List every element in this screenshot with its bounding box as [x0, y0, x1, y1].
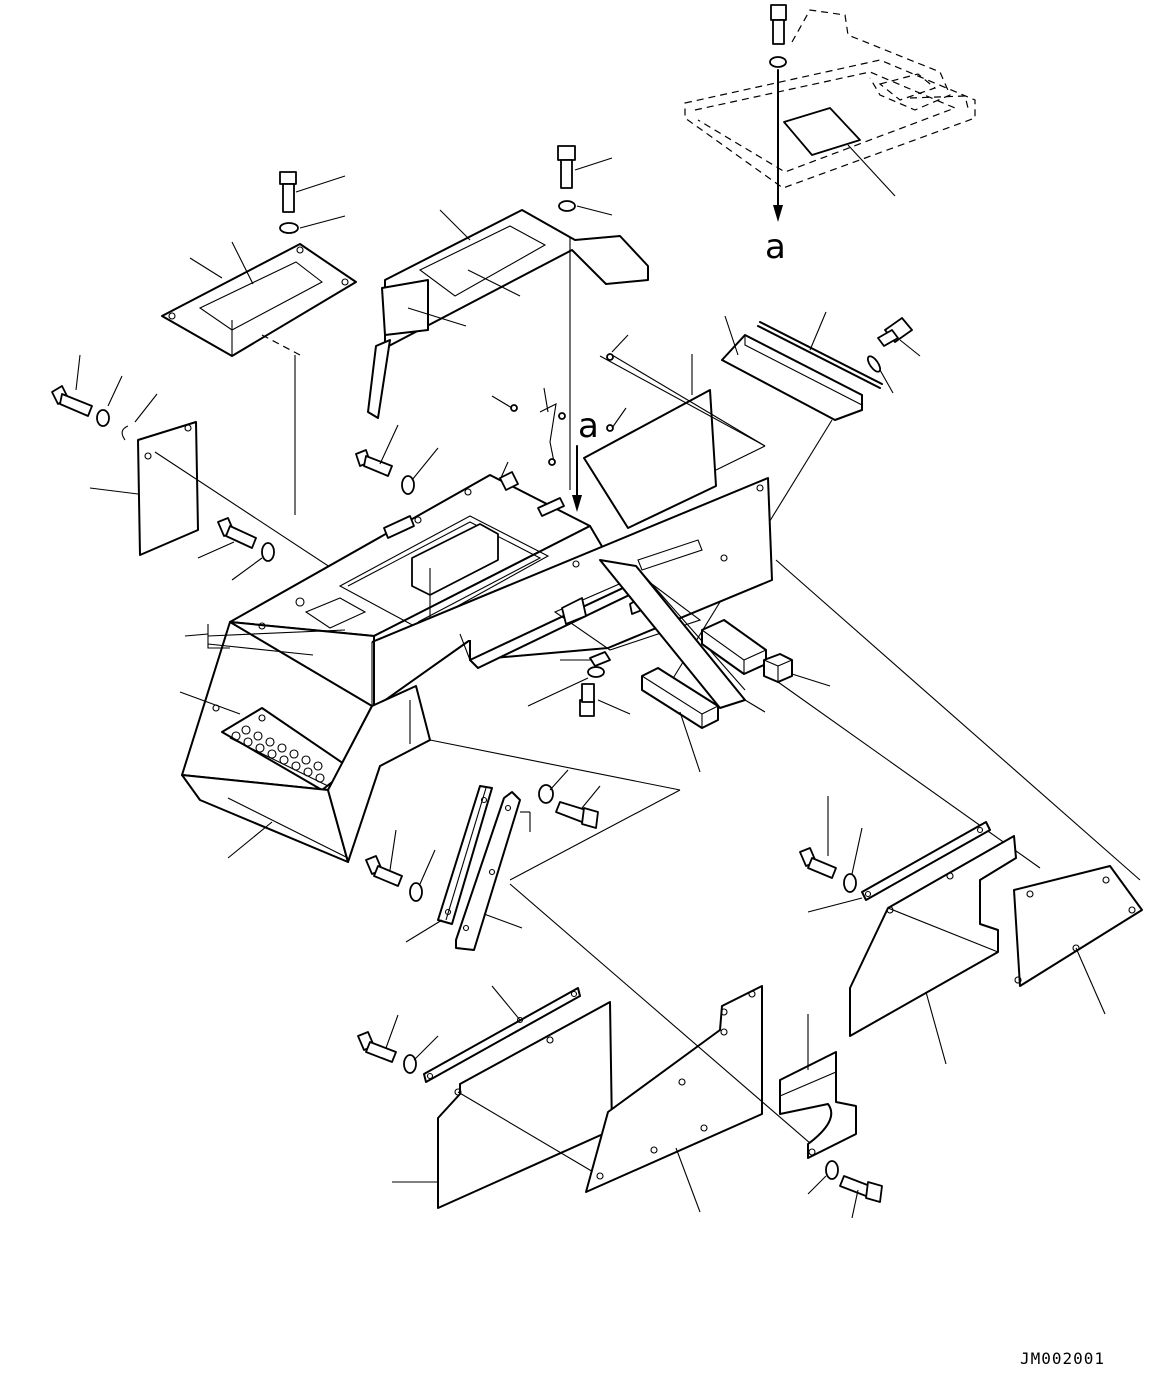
angle-bracket-upper: [671, 311, 921, 681]
top-cover-right: [367, 145, 649, 490]
section-marker: a: [578, 406, 599, 446]
inset-view-a: [684, 4, 976, 222]
lower-right-bracket: [779, 1014, 883, 1219]
lower-left-panels: [357, 985, 613, 1209]
bolt-washer-set-5: [365, 829, 436, 902]
bolt-washer-set-3: [527, 651, 631, 717]
right-side-panels: [799, 796, 1143, 1065]
bolt-washer-set-2: [197, 517, 275, 581]
rubber-blocks: [641, 619, 1041, 869]
side-plate-right-upper: [583, 334, 766, 529]
bolt-washer-set-4: [538, 769, 601, 829]
drawing-code: JM002001: [1020, 1349, 1106, 1368]
projection-lines: [599, 355, 1141, 881]
main-frame: [179, 461, 773, 863]
bolt-washer-set-1: [355, 424, 439, 495]
small-fasteners-center: [491, 387, 627, 466]
lower-center-panel: [509, 883, 819, 1213]
step-holes: [231, 725, 325, 783]
side-plate-left: [51, 354, 419, 626]
top-cover-left: [161, 171, 357, 515]
view-marker: a: [765, 227, 786, 267]
vertical-strips: [405, 785, 681, 951]
